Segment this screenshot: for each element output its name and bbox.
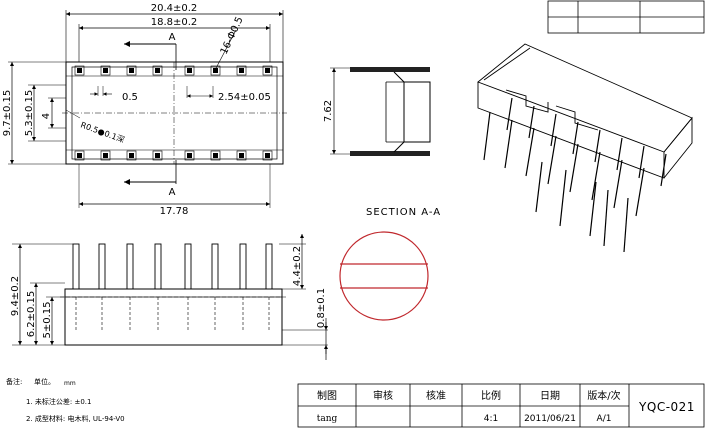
tb-header-drawn: 制图 xyxy=(317,389,337,402)
isometric-view xyxy=(477,43,693,253)
notes-unit-value: mm xyxy=(64,380,76,387)
dim-radius: R0.5●0.1深 xyxy=(79,120,125,144)
dim-section-width: 7.62 xyxy=(323,100,334,122)
revision-table xyxy=(547,0,705,34)
side-view: 4.4±0.2 0.8±0.1 9.4±0.2 6.2±0.15 5±0.15 xyxy=(10,234,329,360)
title-block: 制图 审核 核准 比例 日期 版本/次 tang 4:1 2011/06/21 … xyxy=(297,383,705,428)
dim-bottom-span: 17.78 xyxy=(160,206,189,217)
section-view: 7.62 SECTION A-A xyxy=(323,67,441,218)
notes-line1: 1. 未标注公差: ±0.1 xyxy=(26,397,92,406)
top-view: 20.4±0.2 18.8±0.2 A 16-Φ0.5 xyxy=(2,3,287,217)
tb-value-version: A/1 xyxy=(597,414,612,424)
dim-side-h2: 6.2±0.15 xyxy=(26,291,37,338)
tb-header-scale: 比例 xyxy=(481,389,501,402)
notes-line2: 2. 成型材料: 电木料, UL-94-V0 xyxy=(26,414,125,423)
dim-pitch: 2.54±0.05 xyxy=(218,92,271,103)
notes-title: 备注: xyxy=(6,377,22,386)
notes: 备注: 单位。 mm 1. 未标注公差: ±0.1 2. 成型材料: 电木料, … xyxy=(6,377,125,423)
tb-value-date: 2011/06/21 xyxy=(524,414,576,424)
dim-small-gap: 0.5 xyxy=(122,92,138,103)
section-marker-bottom: A xyxy=(169,187,176,198)
tb-header-version: 版本/次 xyxy=(587,389,620,402)
tb-value-scale: 4:1 xyxy=(484,414,498,424)
tb-value-drawn: tang xyxy=(317,414,338,424)
tb-header-review: 审核 xyxy=(373,389,393,402)
tb-header-date: 日期 xyxy=(540,390,560,402)
projection-symbol xyxy=(339,231,429,321)
dim-top-width: 20.4±0.2 xyxy=(151,3,198,14)
dim-hole: 16-Φ0.5 xyxy=(219,15,246,56)
dim-four: 4 xyxy=(41,113,52,119)
notes-unit: 单位。 xyxy=(34,377,55,386)
dim-pin-length: 4.4±0.2 xyxy=(292,246,303,286)
dim-side-h1: 9.4±0.2 xyxy=(10,276,21,316)
dim-height-inner: 5.3±0.15 xyxy=(24,90,35,137)
dim-height-total: 9.7±0.15 xyxy=(2,90,13,137)
dim-base-thickness: 0.8±0.1 xyxy=(316,288,327,328)
section-marker-top: A xyxy=(169,32,176,43)
tb-header-approve: 核准 xyxy=(426,389,446,402)
dim-side-h3: 5±0.15 xyxy=(42,301,53,338)
section-label: SECTION A-A xyxy=(366,207,441,218)
dim-pin-span: 18.8±0.2 xyxy=(151,17,198,28)
tb-drawing-number: YQC-021 xyxy=(638,400,695,414)
